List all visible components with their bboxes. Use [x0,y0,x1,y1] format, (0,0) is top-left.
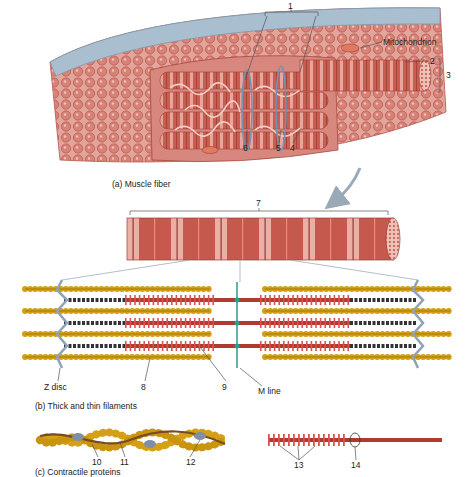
bracket [436,59,440,92]
callout-number: 4 [290,143,295,153]
callout-number: 6 [243,143,248,153]
callout-number: 12 [186,457,195,467]
part-label: Mitochondrion [383,37,436,47]
thin-filament-detail [40,431,225,448]
m-line [235,282,240,368]
tail-ring [350,433,360,447]
leader-lines [58,347,262,386]
sarcoplasmic-reticulum [170,83,300,136]
callout-number: 13 [294,460,303,470]
panel-caption: (b) Thick and thin filaments [35,401,137,411]
t-tubules [242,66,286,150]
callout-number: 10 [92,457,101,467]
myofibril-end [386,218,400,260]
thin-filaments [25,289,450,357]
panel-caption: (c) Contractile proteins [35,467,121,477]
tropomyosin [40,431,225,444]
titin [64,300,416,346]
callout-number: 7 [256,198,261,208]
callout-number: 8 [141,382,146,392]
callout-number: 1 [288,1,293,11]
troponin [194,432,206,440]
thick-filament-detail [268,433,442,447]
leader-lines [92,440,356,460]
zoom-lines [62,260,418,282]
troponin [72,433,84,441]
bracket [265,12,318,16]
zoom-arrow [334,168,360,202]
troponin [144,440,156,448]
callout-number: 5 [276,143,281,153]
fascicle [50,8,446,162]
callout-number: 9 [222,382,227,392]
bracket [130,208,388,215]
muscle-fiber-drawing [50,8,446,162]
leader-lines [245,9,440,143]
callout-number: 2 [430,56,435,66]
callout-number: 14 [351,460,360,470]
myofibril-cylinder [127,218,393,260]
z-discs [57,280,423,368]
part-label: M line [258,386,281,396]
part-label: Z disc [44,382,67,392]
panel-caption: (a) Muscle fiber [112,179,171,189]
callout-number: 11 [120,457,129,467]
thin-filament-core [25,289,450,357]
sarcomere [25,280,450,386]
callout-number: 3 [446,70,451,80]
protruding-myofibril [300,60,431,91]
myofibril-drawing [62,208,418,282]
